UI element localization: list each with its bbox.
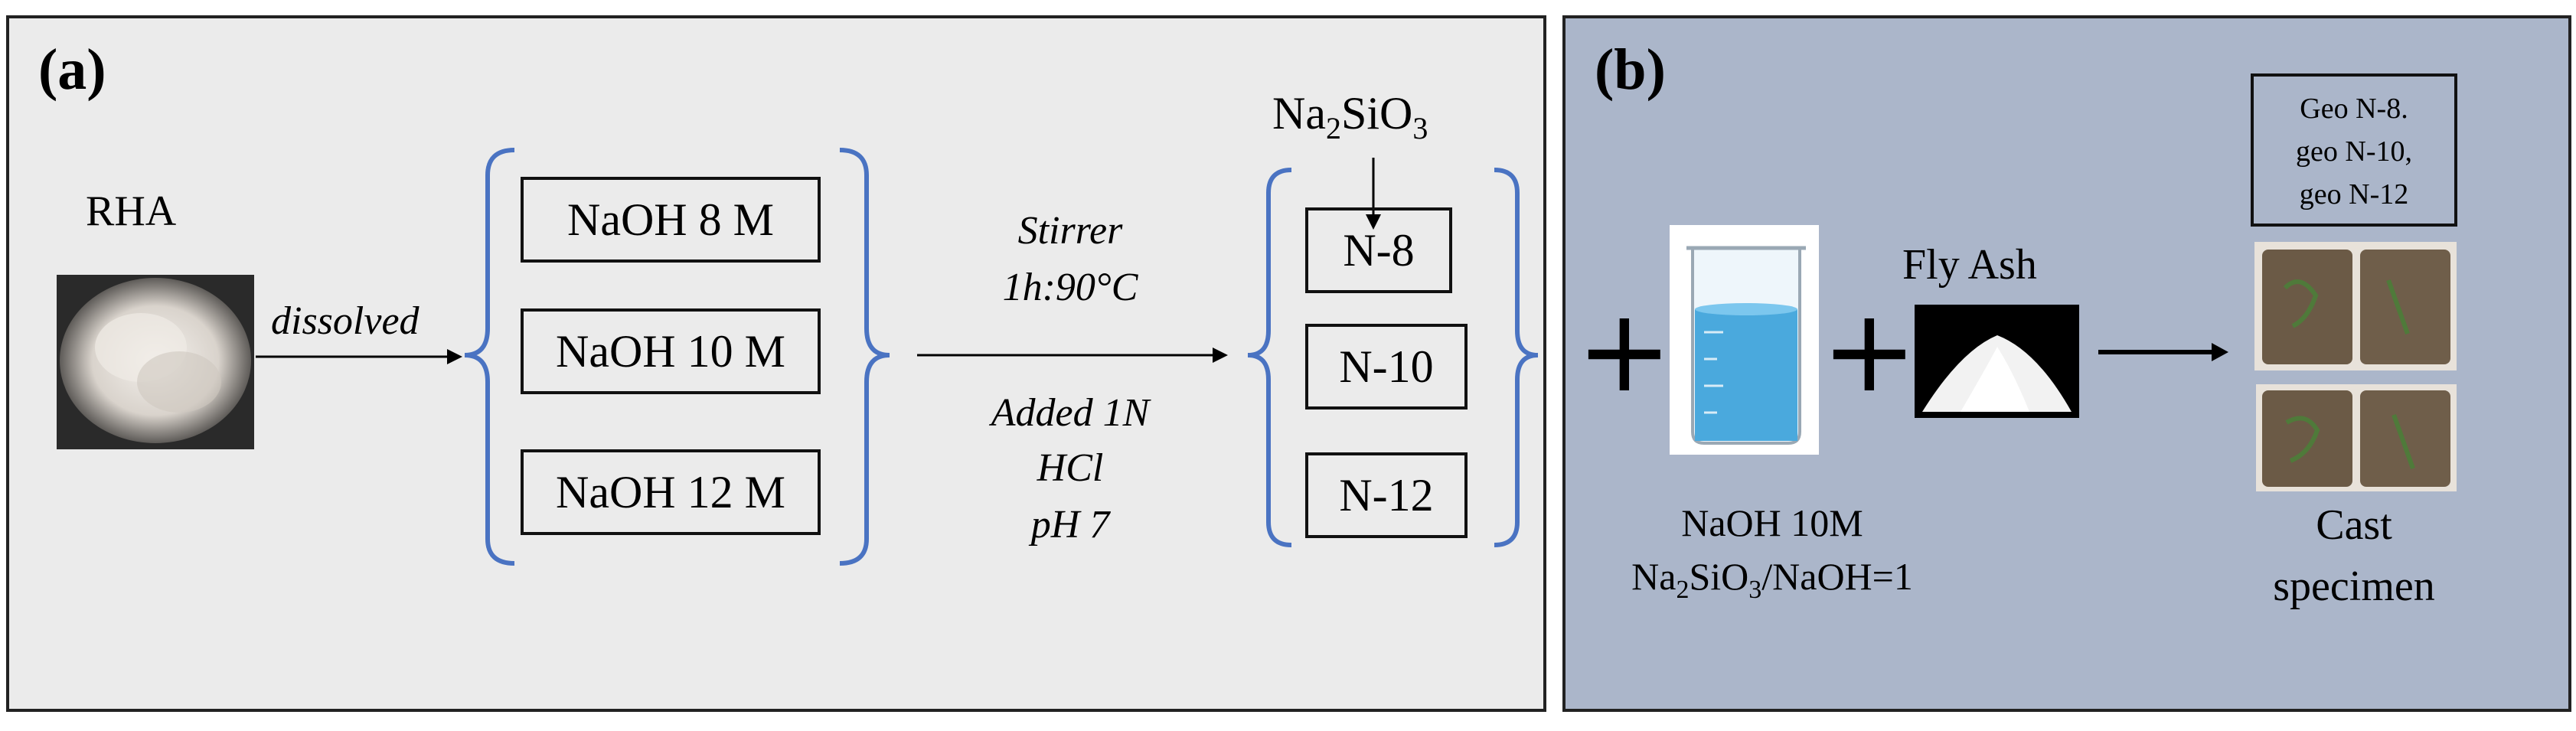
stirrer-condition: 1h:90°C — [1002, 266, 1138, 309]
fly-ash-powder-graphic — [1922, 335, 2072, 412]
sodium-silicate-label: Na2SiO3 — [1272, 88, 1428, 145]
n-8-box: N-8 — [1305, 207, 1452, 293]
stirrer-label: Stirrer — [1017, 209, 1123, 253]
added-hcl-label: Added 1N — [991, 391, 1150, 435]
fly-ash-image — [1915, 305, 2079, 418]
rha-image — [57, 275, 254, 449]
geo-n10-label: geo N-10, — [2296, 135, 2412, 168]
dissolved-label: dissolved — [271, 299, 420, 343]
naoh-12m-box: NaOH 12 M — [521, 449, 821, 535]
panel-a: (a) RHA dissolved — [6, 15, 1546, 712]
panel-b-arrow — [2098, 343, 2228, 361]
solution-ratio-label: Na2SiO3/NaOH=1 — [1631, 555, 1913, 604]
beaker-icon — [1686, 246, 1806, 445]
panel-a-label: (a) — [38, 38, 106, 102]
geo-n12-label: geo N-12 — [2299, 178, 2409, 210]
n-12-box: N-12 — [1305, 452, 1468, 538]
panel-b: (b) + + Fly Ash NaOH 10M Na2SiO3/NaOH=1 — [1562, 15, 2571, 712]
n-10-box: N-10 — [1305, 324, 1468, 410]
ph-label: pH 7 — [1030, 503, 1110, 547]
rha-label: RHA — [86, 188, 177, 235]
geo-n8-label: Geo N-8. — [2300, 93, 2408, 125]
specimen-label: specimen — [2273, 563, 2435, 610]
beaker-image — [1670, 225, 1819, 455]
specimen-cubes-graphic-bottom — [2262, 390, 2450, 487]
solution-naoh-label: NaOH 10M — [1681, 501, 1863, 544]
rha-powder-graphic — [57, 275, 254, 449]
specimen-cubes-graphic-top — [2262, 250, 2450, 364]
cast-specimen-photo-bottom — [2256, 384, 2457, 491]
plus-sign-2: + — [1821, 285, 1918, 418]
cast-specimen-photo-top — [2254, 242, 2457, 370]
hcl-label: HCl — [1037, 446, 1104, 490]
panel-a-arrows — [256, 148, 1539, 566]
cast-label: Cast — [2316, 501, 2392, 549]
naoh-10m-box: NaOH 10 M — [521, 308, 821, 394]
plus-sign-1: + — [1576, 285, 1673, 418]
naoh-8m-box: NaOH 8 M — [521, 177, 821, 263]
geo-labels-box: Geo N-8. geo N-10, geo N-12 — [2251, 73, 2457, 227]
fly-ash-label: Fly Ash — [1902, 241, 2037, 289]
panel-b-label: (b) — [1595, 38, 1666, 102]
